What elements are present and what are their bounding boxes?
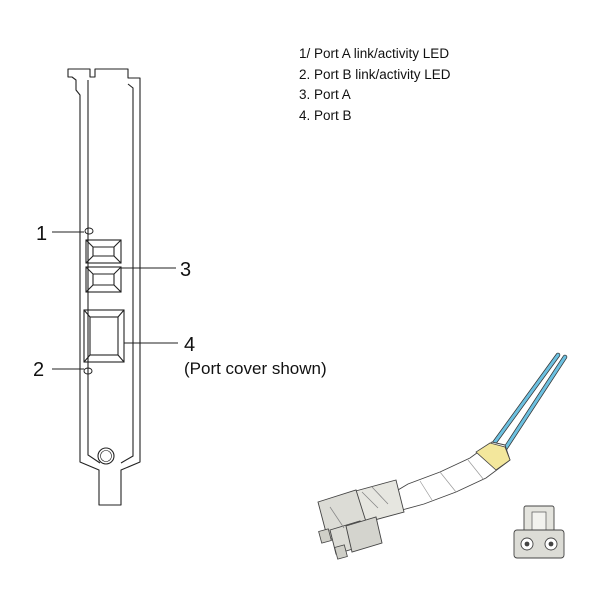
callout-port-a: 3 <box>180 259 191 281</box>
port-a <box>85 239 122 293</box>
callout-port-b: 4 <box>184 334 195 356</box>
callout-port-b-note: (Port cover shown) <box>184 359 327 378</box>
legend-item-led-a: 1/ Port A link/activity LED <box>299 46 450 61</box>
port-b <box>83 309 125 363</box>
callout-led-a: 1 <box>36 223 47 245</box>
legend: 1/ Port A link/activity LED 2. Port B li… <box>299 44 451 126</box>
legend-item-port-a: 3. Port A <box>299 87 351 102</box>
lc-duplex-fiber-cable-icon <box>317 352 568 560</box>
led-b <box>83 367 93 375</box>
mounting-hole <box>97 447 115 465</box>
legend-item-led-b: 2. Port B link/activity LED <box>299 66 451 82</box>
callout-led-b: 2 <box>33 359 44 381</box>
lc-dust-cap-icon <box>513 505 565 559</box>
pci-bracket-icon <box>67 68 141 506</box>
legend-item-port-b: 4. Port B <box>299 107 352 123</box>
leader-lines <box>52 231 178 370</box>
led-a <box>84 227 94 235</box>
